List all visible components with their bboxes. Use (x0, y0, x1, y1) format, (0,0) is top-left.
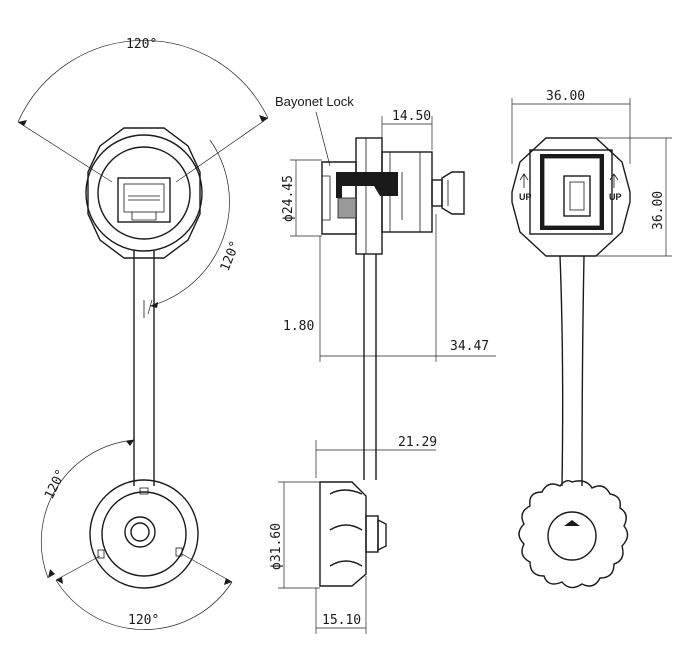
extension-line (17, 121, 113, 183)
cap-notch-top (139, 487, 149, 495)
up-label-left: UP (519, 192, 532, 202)
bayonet-section (336, 172, 398, 198)
cap-knob-outer (124, 516, 156, 548)
cap-outer (89, 479, 199, 589)
arrow-head (48, 569, 55, 578)
rj45-latch (131, 212, 157, 221)
dim-angle-bottom-left: 120° (42, 467, 69, 502)
nose-lip (322, 175, 331, 221)
arrow-head (224, 578, 232, 585)
side-flange (355, 137, 383, 255)
arrow-head (126, 440, 134, 446)
up-label-right: UP (609, 192, 622, 202)
cap-knob-tip (377, 518, 387, 552)
rear-cap-knob (547, 511, 597, 561)
arc-dimension-bottom (55, 579, 233, 630)
arrow-head (259, 115, 268, 122)
arc-dimension-bottom-left (40, 439, 135, 579)
dim-depth-top: 14.50 (392, 109, 431, 124)
arc-dimension-top (17, 40, 269, 123)
rear-frame (529, 149, 613, 235)
dim-angle-top: 120° (126, 37, 157, 52)
cap-notch-left (97, 549, 105, 559)
dim-cap-offset: 21.29 (398, 435, 437, 450)
front-ring-inner (97, 146, 191, 240)
arrow-head (56, 577, 63, 584)
rear-port (563, 175, 591, 217)
bayonet-leader (315, 111, 331, 167)
rear-cap (518, 479, 629, 589)
up-arrow-icon (609, 173, 619, 188)
dim-height-rear: 36.00 (651, 191, 666, 230)
cap-knob-side (365, 515, 379, 553)
dim-width-rear: 36.00 (546, 89, 585, 104)
dim-dia-cap: ϕ31.60 (269, 523, 284, 570)
front-flange (87, 127, 201, 259)
dim-cap-length: 15.10 (322, 613, 361, 628)
cap-grip (329, 489, 363, 567)
rear-gland (441, 171, 465, 215)
front-ring-outer (85, 134, 203, 252)
rj45-port (117, 177, 171, 223)
rear-collar (431, 179, 443, 207)
extension-line (55, 555, 101, 581)
rear-cap-mark (564, 520, 580, 526)
cap-side (319, 481, 367, 587)
side-view: Bayonet Lock 14.50 ϕ24.45 1.80 (269, 94, 496, 634)
rear-flange (511, 137, 631, 257)
cap-inner (101, 491, 187, 577)
extension-line (181, 553, 233, 583)
dim-thickness: 1.80 (283, 319, 314, 334)
arrow-head (18, 120, 27, 126)
rear-strap (559, 255, 585, 487)
rear-view: 36.00 36.00 UP UP (511, 89, 672, 589)
extension-line (175, 117, 269, 183)
cap-notch-right (175, 547, 183, 557)
side-nose (321, 161, 357, 235)
rear-port-inner (569, 181, 585, 211)
contact-block (337, 197, 357, 219)
dim-overall-length: 34.47 (450, 339, 489, 354)
extension-line (147, 299, 153, 315)
dim-angle-bottom: 120° (128, 613, 159, 628)
dim-angle-right: 120° (218, 239, 244, 274)
strap (133, 250, 155, 486)
front-view: 120° 120° 120° 120° (17, 37, 269, 630)
up-arrow-icon (519, 173, 529, 188)
rj45-inner (123, 183, 165, 213)
side-strap (363, 254, 377, 480)
dim-dia-front: ϕ24.45 (281, 175, 296, 222)
arc-dimension-right (149, 139, 230, 307)
cap-knob-inner (130, 522, 150, 542)
bayonet-lock-label: Bayonet Lock (275, 94, 354, 109)
